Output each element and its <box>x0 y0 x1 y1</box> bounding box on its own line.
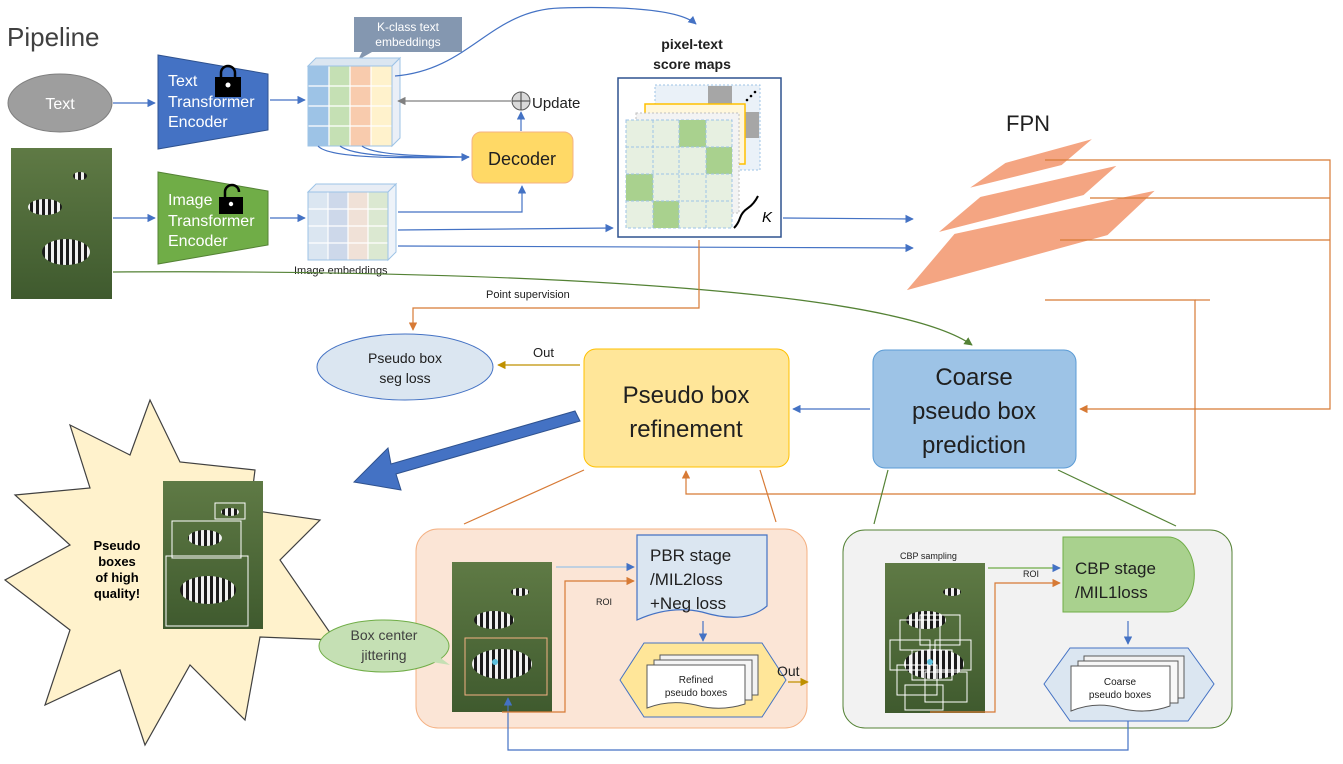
image-embeddings-label: Image embeddings <box>294 265 388 277</box>
seg-loss-line-1: Pseudo box <box>368 350 442 366</box>
page-title: Pipeline <box>7 22 100 52</box>
front-score-grid <box>625 119 733 229</box>
connectors <box>112 6 1331 751</box>
arrow-fpn-to-refinement <box>681 299 1196 495</box>
text-encoder-line-2: Transformer <box>168 94 255 111</box>
fpn-stack: FPN <box>901 111 1162 294</box>
score-maps-title-line-2: score maps <box>653 56 731 72</box>
score-maps-k-label: K <box>762 209 773 226</box>
pseudo-box-seg-loss-node: Pseudo box seg loss <box>316 333 494 401</box>
refinement-line-1: Pseudo box <box>623 382 750 409</box>
pbr-line-3: +Neg loss <box>650 594 726 613</box>
box-center-jittering-bubble: Box center jittering <box>318 619 450 673</box>
arrow-score-maps-to-seg-loss <box>408 240 700 331</box>
arrow-roi-right <box>930 578 1061 713</box>
coarse-pseudo-box-prediction-node: Coarse pseudo box prediction <box>872 349 1077 469</box>
image-embeddings-cube <box>306 182 398 262</box>
text-transformer-encoder: Text Transformer Encoder <box>157 54 269 150</box>
text-embeddings-cube <box>306 56 402 148</box>
text-encoder-line-1: Text <box>168 73 198 90</box>
pixel-text-score-maps: pixel-text score maps K <box>617 36 782 238</box>
point-supervision-label: Point supervision <box>486 289 570 301</box>
pseudo-box-refinement-node: Pseudo box refinement <box>583 348 790 468</box>
burst-line-2: boxes <box>98 554 136 569</box>
burst-line-4: quality! <box>94 586 140 601</box>
arrow-roi-left <box>502 576 635 713</box>
out-label-bottom: Out <box>777 663 800 679</box>
burst-line-3: of high <box>95 570 138 585</box>
cbp-line-1: CBP stage <box>1075 559 1156 578</box>
fpn-label: FPN <box>1006 111 1050 136</box>
jitter-line-2: jittering <box>360 647 406 663</box>
decoder-label: Decoder <box>488 149 556 169</box>
pbr-line-2: /MIL2loss <box>650 570 723 589</box>
coarse-line-2: pseudo box <box>912 398 1036 425</box>
arrow-embeddings-to-score-maps <box>397 223 614 233</box>
out-label-top: Out <box>533 345 554 360</box>
arrow-image-embeddings-to-decoder <box>398 185 527 213</box>
big-blue-arrow <box>352 410 581 491</box>
burst-line-1: Pseudo <box>94 538 141 553</box>
arrow-point-supervision <box>112 271 973 346</box>
k-class-line-2: embeddings <box>375 35 440 49</box>
text-input-node: Text <box>7 73 113 133</box>
input-image <box>11 148 112 299</box>
lock-icon <box>215 64 241 97</box>
pbr-image <box>452 562 552 712</box>
roi-left-label: ROI <box>596 597 612 607</box>
cbp-panel: CBP sampling ROI CBP stage /MIL1loss Coa… <box>842 529 1233 729</box>
arrow-text-embeddings-to-score-maps <box>394 6 697 77</box>
arrow-fpn-to-coarse <box>1045 159 1331 414</box>
cbp-sampling-label: CBP sampling <box>900 551 957 561</box>
k-class-line-1: K-class text <box>377 20 440 34</box>
coarse-line-3: prediction <box>922 432 1026 459</box>
jitter-line-1: Box center <box>351 627 418 643</box>
unlock-icon <box>219 183 243 214</box>
refined-line-2: pseudo boxes <box>665 688 727 699</box>
pbr-line-1: PBR stage <box>650 546 731 565</box>
seg-loss-line-2: seg loss <box>379 370 430 386</box>
update-label: Update <box>532 95 580 112</box>
update-operator: Update <box>511 91 580 112</box>
refined-line-1: Refined <box>679 675 713 686</box>
image-encoder-line-1: Image <box>168 192 213 209</box>
arrow-score-maps-to-fpn <box>782 214 914 224</box>
coarse-boxes-line-2: pseudo boxes <box>1089 690 1151 701</box>
arrow-coarse-boxes-to-pbr-image <box>503 697 1129 751</box>
pbr-panel: ROI PBR stage /MIL2loss +Neg loss Refine… <box>415 528 808 729</box>
arrow-embeddings-to-fpn <box>397 243 914 253</box>
image-transformer-encoder: Image Transformer Encoder <box>157 171 269 265</box>
refinement-line-2: refinement <box>629 416 743 443</box>
text-encoder-line-3: Encoder <box>168 114 228 131</box>
roi-right-label: ROI <box>1023 569 1039 579</box>
image-encoder-line-2: Transformer <box>168 213 255 230</box>
k-class-text-embeddings-callout: K-class text embeddings <box>354 17 462 60</box>
score-maps-title-line-1: pixel-text <box>661 36 723 52</box>
decoder-box: Decoder <box>471 131 574 184</box>
result-image <box>163 481 263 629</box>
coarse-line-1: Coarse <box>935 364 1012 391</box>
coarse-boxes-line-1: Coarse <box>1104 677 1137 688</box>
image-encoder-line-3: Encoder <box>168 233 228 250</box>
quality-burst: Pseudo boxes of high quality! <box>3 398 337 747</box>
cbp-line-2: /MIL1loss <box>1075 583 1148 602</box>
text-input-label: Text <box>45 96 75 113</box>
cbp-image <box>885 563 985 713</box>
